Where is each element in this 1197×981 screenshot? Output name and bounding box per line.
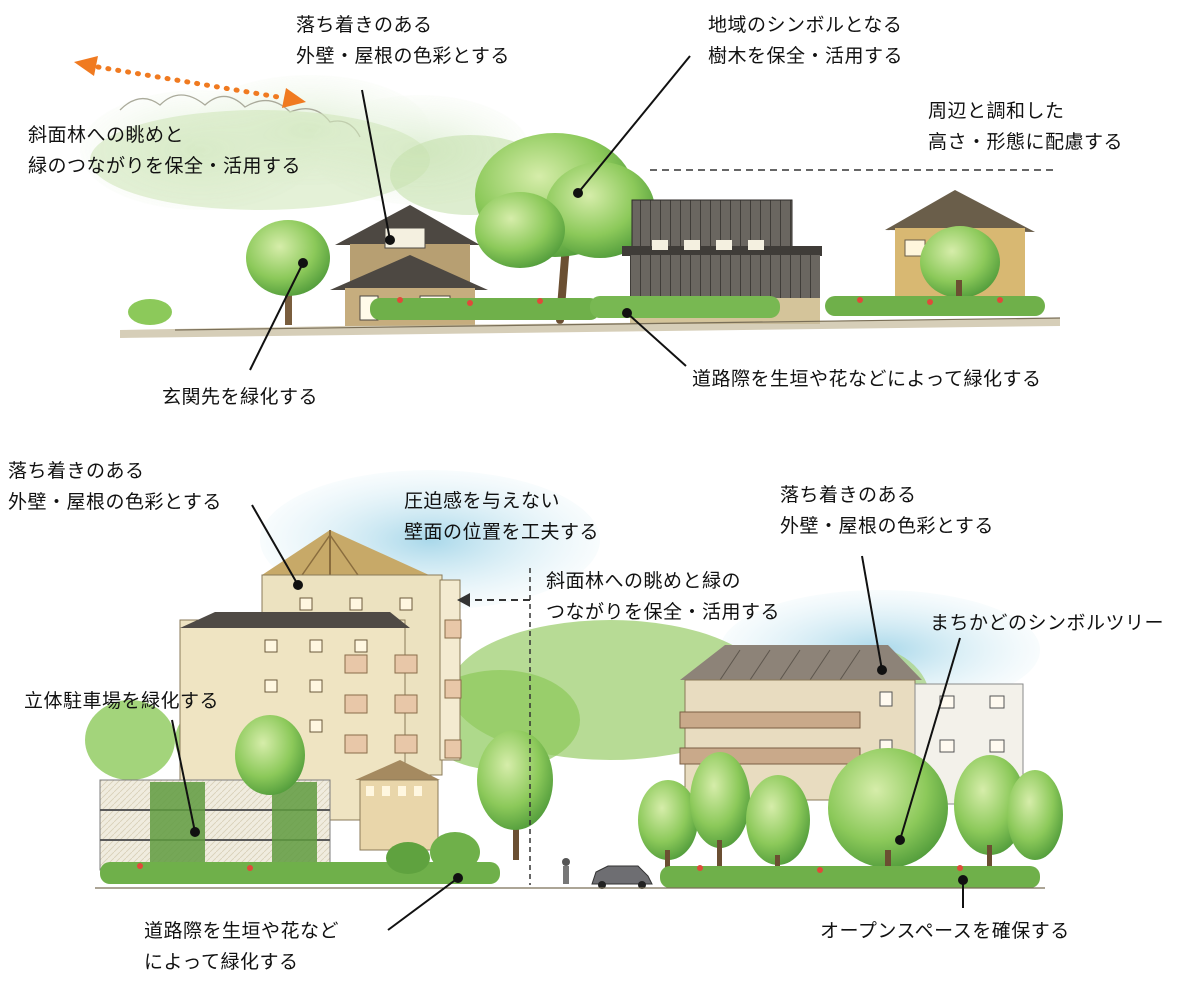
label-bottom-slope-forest: 斜面林への眺めと緑の つながりを保全・活用する bbox=[546, 566, 780, 628]
label-line: 外壁・屋根の色彩とする bbox=[780, 515, 994, 537]
leader-dot bbox=[958, 875, 968, 885]
top-ground bbox=[120, 318, 1060, 338]
label-line: 落ち着きのある bbox=[8, 460, 145, 482]
label-bottom-roadside: 道路際を生垣や花など によって緑化する bbox=[144, 916, 339, 978]
label-top-facade-color: 落ち着きのある 外壁・屋根の色彩とする bbox=[296, 10, 510, 72]
leader-dot bbox=[385, 235, 395, 245]
leader-dot bbox=[293, 580, 303, 590]
leader-dot bbox=[298, 258, 308, 268]
leader-dot bbox=[895, 835, 905, 845]
label-line: 周辺と調和した bbox=[928, 100, 1065, 122]
label-bottom-facade-color-right: 落ち着きのある 外壁・屋根の色彩とする bbox=[780, 480, 994, 542]
entrance-tree bbox=[246, 220, 330, 325]
low-building bbox=[355, 760, 440, 851]
label-line: 外壁・屋根の色彩とする bbox=[296, 45, 510, 67]
label-line: 落ち着きのある bbox=[296, 14, 433, 36]
label-bottom-symbol-tree: まちかどのシンボルツリー bbox=[930, 608, 1164, 639]
parking-structure bbox=[99, 715, 331, 871]
view-direction-arrow bbox=[74, 56, 306, 108]
label-line: 玄関先を緑化する bbox=[162, 386, 319, 408]
leader-dot bbox=[573, 188, 583, 198]
label-line: 立体駐車場を緑化する bbox=[24, 690, 220, 712]
label-bottom-open-space: オープンスペースを確保する bbox=[820, 916, 1070, 947]
arrow-head-right-icon bbox=[282, 88, 306, 108]
label-line: 道路際を生垣や花などによって緑化する bbox=[692, 368, 1042, 390]
label-top-entrance: 玄関先を緑化する bbox=[162, 382, 318, 413]
label-top-symbol-tree: 地域のシンボルとなる 樹木を保全・活用する bbox=[708, 10, 903, 72]
label-line: によって緑化する bbox=[144, 951, 299, 973]
top-scene bbox=[74, 55, 1061, 371]
label-line: 斜面林への眺めと緑の bbox=[546, 570, 742, 592]
leader-dot bbox=[622, 308, 632, 318]
label-line: 道路際を生垣や花など bbox=[144, 920, 340, 942]
arrow-head-left-icon bbox=[74, 56, 98, 76]
arrow-head-icon bbox=[457, 593, 470, 607]
house-right bbox=[885, 190, 1035, 305]
center-street-tree bbox=[477, 730, 553, 860]
label-line: 地域のシンボルとなる bbox=[708, 14, 903, 36]
label-top-height-form: 周辺と調和した 高さ・形態に配慮する bbox=[928, 96, 1123, 158]
label-line: まちかどのシンボルツリー bbox=[930, 612, 1165, 634]
label-line: 圧迫感を与えない bbox=[404, 490, 561, 512]
label-line: 壁面の位置を工夫する bbox=[404, 521, 600, 543]
label-line: 外壁・屋根の色彩とする bbox=[8, 491, 222, 513]
label-line: オープンスペースを確保する bbox=[820, 920, 1070, 942]
label-line: 斜面林への眺めと bbox=[28, 124, 185, 146]
small-shrub bbox=[128, 299, 172, 325]
bottom-hedge bbox=[100, 832, 1040, 888]
label-bottom-facade-color-left: 落ち着きのある 外壁・屋根の色彩とする bbox=[8, 456, 222, 518]
leader-dot bbox=[877, 665, 887, 675]
bottom-scene bbox=[85, 470, 1063, 931]
top-hedge bbox=[370, 296, 1045, 320]
leader-dot bbox=[453, 873, 463, 883]
label-line: つながりを保全・活用する bbox=[546, 601, 781, 623]
symbol-tree-large bbox=[475, 133, 655, 324]
label-line: 落ち着きのある bbox=[780, 484, 917, 506]
label-top-roadside: 道路際を生垣や花などによって緑化する bbox=[692, 364, 1041, 395]
label-top-slope-forest: 斜面林への眺めと 緑のつながりを保全・活用する bbox=[28, 120, 301, 182]
label-line: 高さ・形態に配慮する bbox=[928, 131, 1124, 153]
label-line: 樹木を保全・活用する bbox=[708, 45, 904, 67]
leader-dot bbox=[190, 827, 200, 837]
top-slope-forest bbox=[80, 75, 550, 215]
label-bottom-wall-position: 圧迫感を与えない 壁面の位置を工夫する bbox=[404, 486, 599, 548]
label-bottom-parking: 立体駐車場を緑化する bbox=[24, 686, 219, 717]
right-street-trees bbox=[638, 748, 1063, 882]
car-and-pedestrian bbox=[562, 858, 653, 889]
top-leader-lines bbox=[249, 55, 691, 371]
label-line: 緑のつながりを保全・活用する bbox=[28, 155, 302, 177]
